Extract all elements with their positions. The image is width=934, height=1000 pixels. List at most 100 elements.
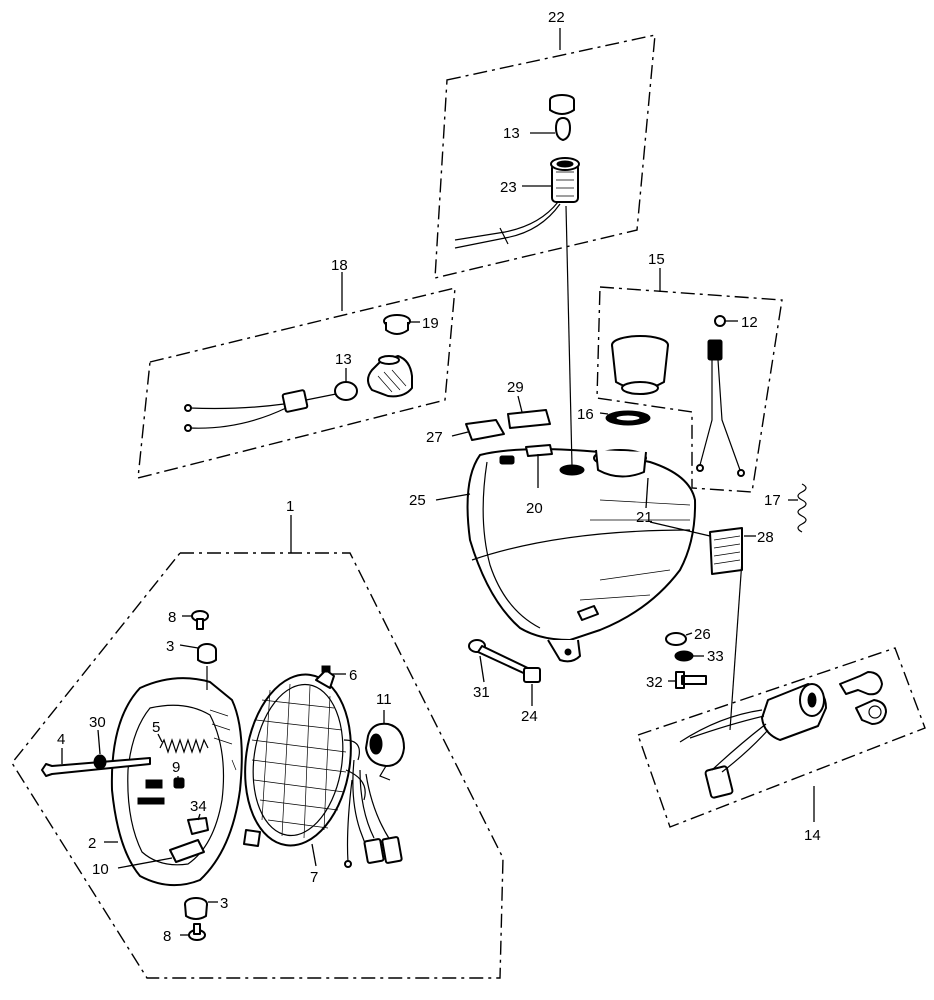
- spring-5: [159, 738, 209, 754]
- case-speedo-neck: [595, 449, 647, 478]
- leader-31: [479, 655, 485, 683]
- callout-labels: 22 13 23 18 19 13 15 12 29 16 27 25 20 2…: [57, 9, 821, 945]
- gasket-29: [507, 409, 551, 429]
- screw-8-top-shank: [196, 618, 204, 630]
- gaskets: [465, 409, 553, 457]
- callout-33: 33: [707, 648, 724, 665]
- bulb-13-left: [334, 381, 358, 401]
- callout-22: 22: [548, 9, 565, 26]
- adjust-screw-34: [187, 817, 209, 835]
- spring-17: [797, 483, 807, 533]
- harness-connector-b: [381, 836, 403, 864]
- callout-29: 29: [507, 379, 524, 396]
- rim-tab-b: [137, 797, 165, 805]
- sealed-beam-unit-7: [244, 673, 352, 847]
- leader-16: [599, 412, 609, 415]
- washer-33: [674, 650, 694, 662]
- leader-28-to-switch: [729, 559, 743, 731]
- bulb-12: [714, 315, 726, 327]
- leader-21: [645, 477, 649, 509]
- bracket-28: [709, 527, 743, 575]
- case-lip: [471, 529, 691, 561]
- screw-8-bottom-shank: [193, 923, 201, 935]
- sealed-beam-contacts: [343, 739, 366, 801]
- leader-5: [157, 733, 163, 743]
- callout-31: 31: [473, 684, 490, 701]
- leader-27: [451, 431, 469, 437]
- case-bottom-slot: [577, 605, 599, 621]
- nut-24: [523, 667, 541, 683]
- headlight-rim-assembly: [41, 610, 405, 941]
- wire-end-b: [184, 424, 192, 432]
- speedometer-group: [605, 315, 745, 477]
- callout-9: 9: [172, 759, 180, 776]
- callout-18: 18: [331, 257, 348, 274]
- bracket-28-hatch: [713, 535, 741, 565]
- group-box-22: [434, 34, 656, 279]
- leader-26: [685, 632, 693, 636]
- nut-9: [173, 777, 185, 789]
- socket-11-face: [369, 733, 383, 755]
- leader-30: [97, 729, 101, 755]
- grommet-3-bottom-body: [184, 903, 208, 920]
- clip-6: [315, 669, 335, 689]
- group-box-1: [11, 552, 504, 979]
- case-pilot-hole: [559, 464, 585, 476]
- gasket-20: [525, 444, 553, 457]
- headlight-case-25: [466, 448, 697, 663]
- callout-23: 23: [500, 179, 517, 196]
- group-boxes: [11, 34, 926, 979]
- leader-3-top: [179, 644, 199, 649]
- callout-15: 15: [648, 251, 665, 268]
- callout-2: 2: [88, 835, 96, 852]
- mount-bolt-31: [468, 639, 541, 683]
- ignition-connector: [704, 765, 734, 799]
- hardware-26-33-32: [665, 632, 707, 689]
- callout-25: 25: [409, 492, 426, 509]
- sealed-beam-lens-pattern: [251, 683, 347, 839]
- bulb-12-socket: [707, 339, 723, 361]
- callout-24: 24: [521, 708, 538, 725]
- callout-8-bottom: 8: [163, 928, 171, 945]
- callout-6: 6: [349, 667, 357, 684]
- case-mount-bracket: [547, 639, 581, 663]
- leader-7: [311, 843, 317, 867]
- ignition-key-a: [839, 671, 883, 696]
- case-shading: [579, 499, 691, 601]
- socket-23-wire-tie: [499, 227, 509, 245]
- bulb-12-wires: [699, 359, 741, 471]
- callout-13-left: 13: [335, 351, 352, 368]
- group-box-14: [637, 647, 926, 828]
- case-slot: [499, 455, 515, 465]
- socket-23-wires: [454, 201, 561, 249]
- harness-end: [344, 860, 352, 868]
- socket-18-ribs: [377, 369, 407, 393]
- socket-18-elbow: [367, 355, 413, 398]
- callout-32: 32: [646, 674, 663, 691]
- ignition-key-b: [855, 699, 887, 725]
- socket-23-shading: [556, 171, 574, 197]
- bulb-13-upper: [555, 117, 571, 141]
- wire-end-a: [184, 404, 192, 412]
- callout-28: 28: [757, 529, 774, 546]
- speedometer-base: [621, 381, 659, 395]
- lamp-cap-body: [549, 100, 575, 115]
- callout-19: 19: [422, 315, 439, 332]
- rim-2-shading: [209, 709, 237, 771]
- cap-19-body: [385, 322, 409, 335]
- ignition-wires: [679, 709, 769, 773]
- callout-4: 4: [57, 731, 65, 748]
- socket-23-opening: [556, 160, 574, 168]
- callout-16: 16: [577, 406, 594, 423]
- bulb-12-wire-end-b: [737, 469, 745, 477]
- bolt-32: [675, 671, 707, 689]
- rim-bottom-tab: [243, 829, 261, 847]
- callout-7: 7: [310, 869, 318, 886]
- callout-12: 12: [741, 314, 758, 331]
- callout-10: 10: [92, 861, 109, 878]
- callout-3-bottom: 3: [220, 895, 228, 912]
- seal-16-hole: [615, 414, 641, 422]
- ignition-keyhole: [807, 692, 817, 708]
- headlight-harness: [346, 759, 391, 863]
